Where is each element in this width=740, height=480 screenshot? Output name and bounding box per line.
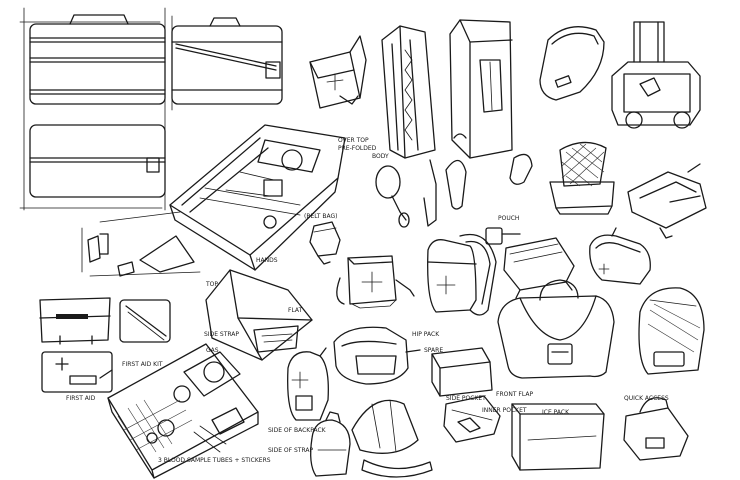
note-belt-bag: (BELT BAG) <box>304 213 337 220</box>
note-pouch-mid: PRE-FOLDED <box>338 145 377 152</box>
shoulder-pouch-sketch <box>309 221 341 265</box>
keyring-sketches <box>375 133 533 228</box>
first-aid-box-sketch <box>41 351 113 393</box>
sling-first-aid-bag <box>427 233 497 316</box>
flat-pouch-sketch <box>627 163 707 239</box>
dome-pouch-sketch <box>351 399 433 478</box>
note-front-pouch: POUCH <box>498 215 519 222</box>
compact-backpack-sketch <box>287 347 329 421</box>
organizer-box-sketch <box>169 124 346 271</box>
note-pouch-side: BODY <box>372 153 389 160</box>
toiletry-case-sketch <box>589 227 651 285</box>
stacked-cases-sketch <box>431 347 501 443</box>
small-pouch-sketch <box>39 297 111 345</box>
note-ice-pack: ICE PACK <box>542 409 570 416</box>
note-kit-side: SIDE STRAP <box>204 331 239 338</box>
case-side-sketch <box>171 15 283 111</box>
note-first-aid: FIRST AID <box>66 395 96 402</box>
note-kit-top: FIRST AID KIT <box>122 361 163 368</box>
tall-backpack-a <box>381 25 436 159</box>
angled-case-sketch <box>205 269 313 361</box>
note-tent-side: SIDE POCKET <box>446 395 486 402</box>
open-kit-box-sketch <box>107 343 259 479</box>
ice-pack-bag-sketch <box>511 403 605 471</box>
suitcase-sketch <box>19 7 166 211</box>
note-flat: FLAT <box>288 307 303 314</box>
quick-tote-sketch <box>623 397 689 461</box>
note-fanny: HIP PACK <box>412 331 440 338</box>
capsule-pouch-sketch <box>539 26 605 101</box>
basket-chair-sketch <box>549 141 615 215</box>
note-tent-top: SPARE <box>424 347 443 354</box>
note-kit-bottom: 3 BLOOD SAMPLE TUBES + STICKERS <box>158 457 271 464</box>
sling-pouch-sketch <box>309 35 367 109</box>
wallet-sketch <box>119 299 171 343</box>
note-backpack-side2: SIDE OF STRAP <box>268 447 313 454</box>
fanny-pack-sketch <box>333 326 421 385</box>
note-hands: HANDS <box>256 257 278 264</box>
note-stack-b: INNER POCKET <box>482 407 527 414</box>
note-backpack-side: SIDE OF BACKPACK <box>268 427 327 434</box>
note-gas: GAS <box>206 347 219 354</box>
note-top: TOP <box>205 281 218 288</box>
tall-backpack-b <box>449 19 513 159</box>
bum-bag-sketch <box>485 227 575 299</box>
rolling-luggage-sketch <box>611 21 701 129</box>
note-stack-a: FRONT FLAP <box>496 391 533 398</box>
mini-backpack-sketch <box>310 411 351 477</box>
note-pouch-top: OVER TOP <box>338 137 369 144</box>
big-carry-bag-sketch <box>497 279 615 379</box>
messenger-bag-sketch <box>336 255 415 309</box>
room-sketch <box>81 211 201 277</box>
note-tote: QUICK ACCESS <box>624 395 669 402</box>
small-backpack-sketch <box>638 287 705 375</box>
